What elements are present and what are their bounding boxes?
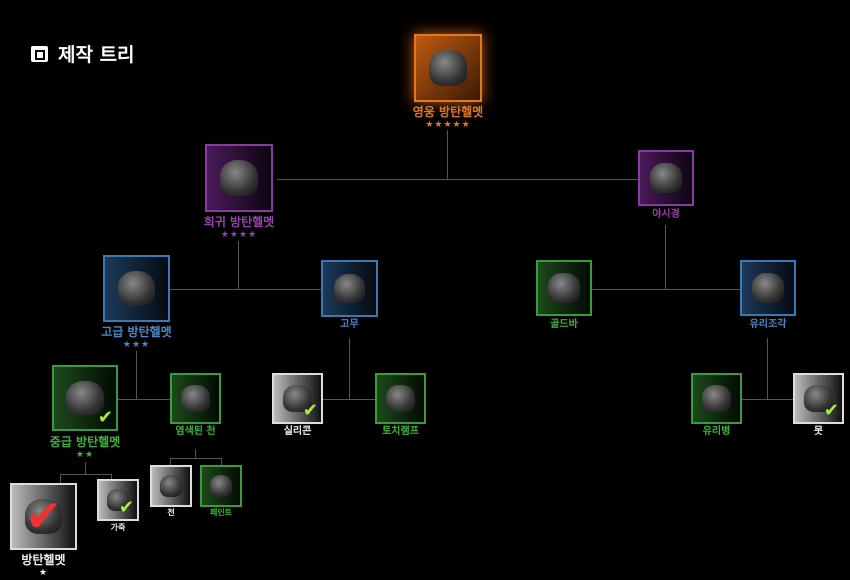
item-label: 방탄헬멧 (21, 553, 66, 567)
connector-line (349, 338, 350, 399)
item-slot[interactable] (103, 255, 170, 322)
crafting-icon (31, 45, 48, 62)
connector-line (592, 289, 740, 290)
rarity-stars: ★★★★★ (425, 120, 471, 130)
connector-line (111, 474, 112, 479)
item-label: 염색된 천 (175, 426, 216, 437)
connector-line (170, 458, 171, 465)
item-image (333, 273, 366, 304)
check-icon: ✔ (302, 400, 318, 421)
connector-line (136, 351, 137, 399)
item-image (219, 160, 259, 196)
item-image (283, 385, 312, 412)
item-label: 페인트 (209, 508, 233, 517)
item-slot[interactable] (200, 465, 242, 507)
item-slot[interactable] (170, 373, 221, 424)
item-slot[interactable] (536, 260, 592, 316)
rarity-stars: ★★★★ (220, 230, 258, 240)
item-label: 희귀 방탄헬멧 (203, 215, 275, 229)
item-slot[interactable] (691, 373, 742, 424)
item-image (702, 385, 731, 412)
check-icon: ✔ (118, 497, 134, 518)
item-image (752, 273, 784, 303)
connector-line (238, 241, 239, 289)
page-title-area: 제작 트리 (31, 40, 135, 67)
check-icon: ✔ (97, 407, 113, 428)
item-label: 야시경 (652, 209, 680, 220)
item-slot[interactable]: ✔ (793, 373, 844, 424)
item-slot[interactable] (638, 150, 694, 206)
item-slot[interactable] (321, 260, 378, 317)
item-slot[interactable] (375, 373, 426, 424)
item-image (106, 489, 130, 511)
item-label: 토치램프 (382, 426, 419, 437)
item-label: 유리병 (702, 426, 731, 437)
item-image (209, 475, 233, 497)
item-label: 골드바 (550, 319, 578, 330)
connector-line (665, 225, 666, 289)
owned-check-icon: ✔ (25, 490, 62, 542)
item-image (548, 273, 580, 303)
item-slot[interactable] (205, 144, 273, 212)
item-label: 영웅 방탄헬멧 (412, 105, 484, 119)
item-image (181, 385, 210, 412)
item-slot[interactable]: ✔ (52, 365, 118, 431)
item-label: 못 (813, 426, 824, 437)
connector-line (447, 130, 448, 179)
connector-line (742, 399, 793, 400)
item-label: 천 (167, 508, 175, 517)
page-title: 제작 트리 (58, 44, 135, 66)
item-slot[interactable]: ✔ (272, 373, 323, 424)
item-slot[interactable] (150, 465, 192, 507)
item-label: 중급 방탄헬멧 (49, 435, 121, 449)
item-label: 고무 (340, 319, 359, 330)
item-image (159, 475, 183, 497)
connector-line (170, 458, 221, 459)
item-slot[interactable] (740, 260, 796, 316)
item-label: 고급 방탄헬멧 (101, 325, 172, 339)
rarity-stars: ★ (38, 568, 49, 578)
item-image (804, 385, 833, 412)
item-label: 가죽 (110, 523, 126, 532)
item-slot[interactable]: ✔ (10, 483, 77, 550)
connector-line (277, 179, 638, 180)
item-label: 실리콘 (283, 426, 312, 437)
item-image (66, 380, 104, 416)
connector-line (118, 399, 170, 400)
item-image (24, 498, 63, 535)
connector-line (195, 449, 196, 458)
connector-line (60, 474, 111, 475)
item-image (386, 385, 415, 412)
item-label: 유리조각 (749, 319, 787, 330)
item-image (428, 50, 468, 86)
item-slot[interactable]: ✔ (97, 479, 139, 521)
connector-line (221, 458, 222, 465)
item-image (650, 163, 682, 193)
connector-line (767, 338, 768, 399)
connector-line (170, 289, 321, 290)
connector-line (323, 399, 375, 400)
check-icon: ✔ (823, 400, 839, 421)
item-image (117, 270, 156, 307)
rarity-stars: ★★ (75, 450, 95, 460)
connector-line (85, 462, 86, 474)
rarity-stars: ★★★ (122, 340, 151, 350)
connector-line (60, 474, 61, 483)
item-slot[interactable] (414, 34, 482, 102)
